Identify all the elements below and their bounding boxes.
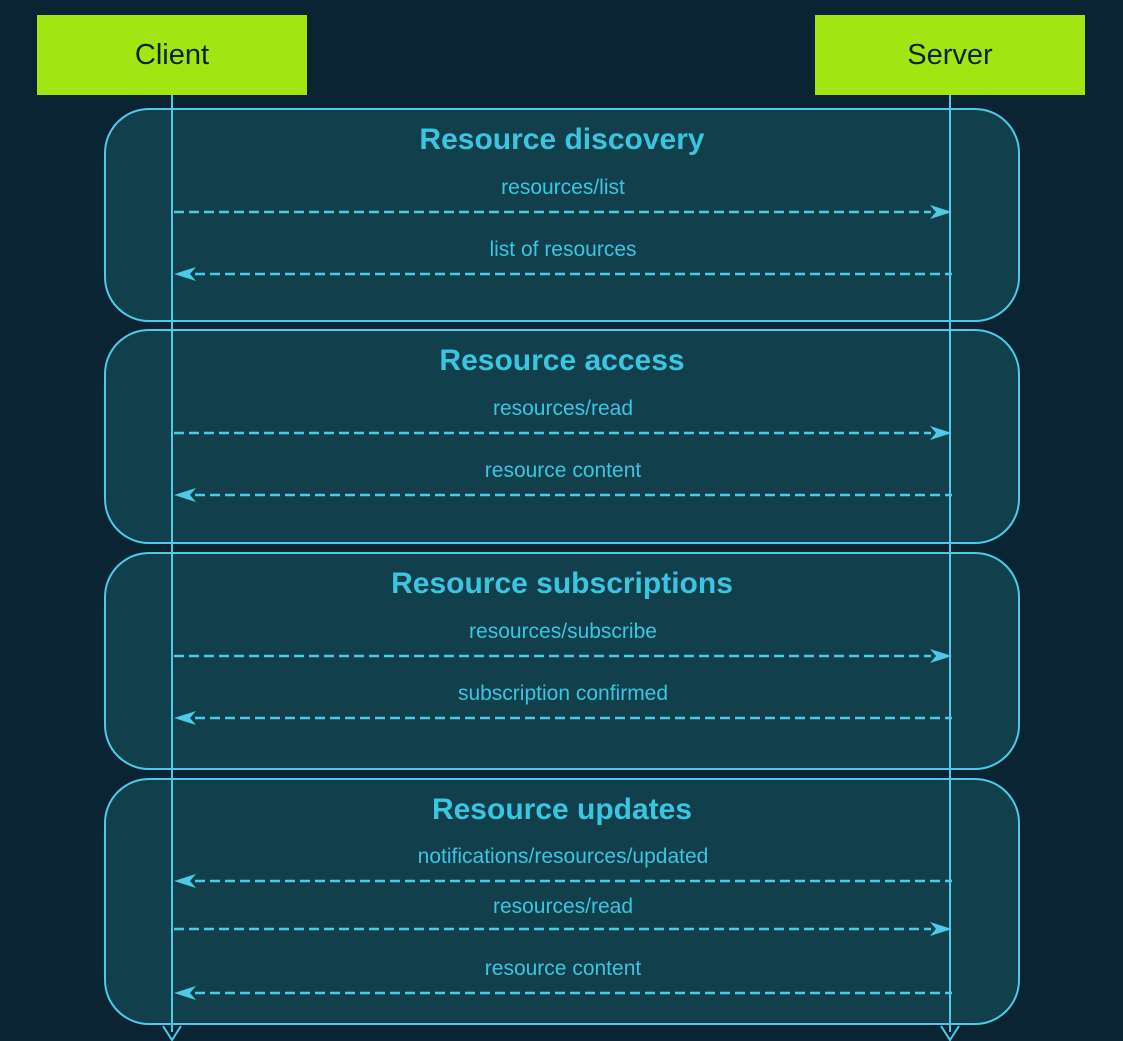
section-resource-access: Resource access resources/read resource …: [104, 329, 1020, 544]
arrow-right-icon: [174, 205, 952, 219]
section-title: Resource subscriptions: [391, 567, 733, 600]
arrow-left-icon: [174, 488, 952, 502]
actor-client: Client: [37, 15, 307, 95]
message-label: resources/subscribe: [469, 620, 657, 643]
arrow-left-icon: [174, 874, 952, 888]
arrow-left-icon: [174, 711, 952, 725]
section-title: Resource access: [439, 344, 685, 377]
actor-client-label: Client: [134, 38, 210, 71]
message-label: subscription confirmed: [457, 682, 669, 705]
message-label: list of resources: [489, 238, 637, 261]
arrow-left-icon: [174, 267, 952, 281]
section-resource-discovery: Resource discovery resources/list list o…: [104, 108, 1020, 322]
actor-server: Server: [815, 15, 1085, 95]
lifeline-end-arrow-icon: [162, 1025, 182, 1041]
message-label: resources/list: [501, 176, 625, 199]
arrow-right-icon: [174, 426, 952, 440]
section-title: Resource discovery: [419, 123, 705, 156]
arrow-right-icon: [174, 922, 952, 936]
section-resource-updates: Resource updates notifications/resources…: [104, 778, 1020, 1025]
message-label: resource content: [484, 459, 642, 482]
section-resource-subscriptions: Resource subscriptions resources/subscri…: [104, 552, 1020, 770]
arrow-right-icon: [174, 649, 952, 663]
lifeline-end-arrow-icon: [940, 1025, 960, 1041]
arrow-left-icon: [174, 986, 952, 1000]
message-label: resources/read: [492, 397, 634, 420]
message-label: resource content: [484, 957, 642, 980]
actor-server-label: Server: [907, 38, 993, 71]
message-label: notifications/resources/updated: [417, 845, 709, 868]
message-label: resources/read: [492, 895, 634, 918]
section-title: Resource updates: [431, 793, 693, 826]
